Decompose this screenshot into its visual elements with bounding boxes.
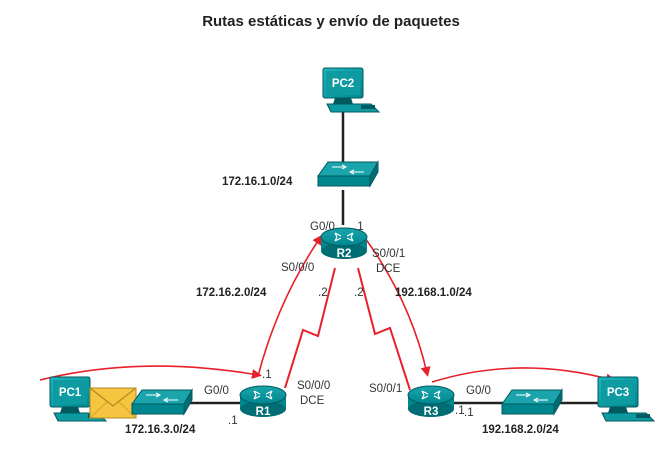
switch-pc3-lan[interactable]: [501, 388, 563, 416]
network-label-lan-pc2: 172.16.1.0/24: [222, 176, 293, 188]
r1-s000-dce: DCE: [300, 395, 325, 407]
r1-g00-ip: .1: [228, 415, 238, 427]
r1-g00-label: G0/0: [204, 385, 229, 397]
network-label-lan-pc1: 172.16.3.0/24: [125, 424, 196, 436]
switch-pc2-lan[interactable]: [317, 160, 379, 188]
r2-label: R2: [337, 248, 352, 260]
path-arrow-r1-r2: [257, 234, 323, 377]
path-arrow-r2-r3: [364, 237, 431, 377]
switch-icon: [317, 160, 379, 188]
r2-g00-ip: .1: [354, 221, 364, 233]
pc2[interactable]: PC2: [322, 67, 381, 113]
router-icon: [407, 385, 455, 417]
page-title: Rutas estáticas y envío de paquetes: [202, 13, 460, 30]
r3-g00-label: G0/0: [466, 385, 491, 397]
serial-link-r1-r2: [284, 267, 336, 389]
pc-icon: [322, 67, 381, 113]
r1-s000-label: S0/0/0: [297, 380, 330, 392]
network-label-lan-pc3: 192.168.2.0/24: [482, 424, 559, 436]
pc3-label: PC3: [607, 387, 629, 399]
r3-s001-label: S0/0/1: [369, 383, 402, 395]
r1-s000-ip: .1: [262, 369, 272, 381]
pc2-label: PC2: [332, 78, 354, 90]
switch-icon: [501, 388, 563, 416]
pc-icon: [49, 376, 108, 422]
pc1[interactable]: PC1: [49, 376, 108, 422]
envelope-icon: [89, 387, 137, 419]
r2-g00-label: G0/0: [310, 221, 335, 233]
pc1-label: PC1: [59, 387, 82, 399]
r2-s000-ip: .2: [318, 287, 328, 299]
packet-path: [39, 234, 616, 384]
network-label-wan-r1-r2: 172.16.2.0/24: [196, 287, 267, 299]
serial-link-r2-r3: [357, 267, 411, 391]
switch-icon: [131, 388, 193, 416]
router-icon: [239, 385, 287, 417]
router-r2[interactable]: R2: [320, 227, 368, 260]
pc-icon: [597, 376, 656, 422]
router-r3[interactable]: R3: [407, 385, 455, 418]
switch-pc1-lan[interactable]: [131, 388, 193, 416]
r2-s000-label: S0/0/0: [281, 262, 314, 274]
r2-s001-dce: DCE: [376, 263, 401, 275]
path-arrow-pc1-r1: [39, 365, 262, 381]
r3-s001-ip: .1: [455, 405, 465, 417]
r2-s001-ip: .2: [354, 287, 364, 299]
r1-label: R1: [256, 406, 271, 418]
path-arrow-r3-pc3: [431, 367, 616, 384]
r3-label: R3: [424, 406, 439, 418]
pc3[interactable]: PC3: [597, 376, 656, 422]
network-label-wan-r2-r3: 192.168.1.0/24: [395, 287, 472, 299]
r3-g00-ip: .1: [464, 407, 474, 419]
router-icon: [320, 227, 368, 259]
r2-s001-label: S0/0/1: [372, 248, 405, 260]
router-r1[interactable]: R1: [239, 385, 287, 418]
